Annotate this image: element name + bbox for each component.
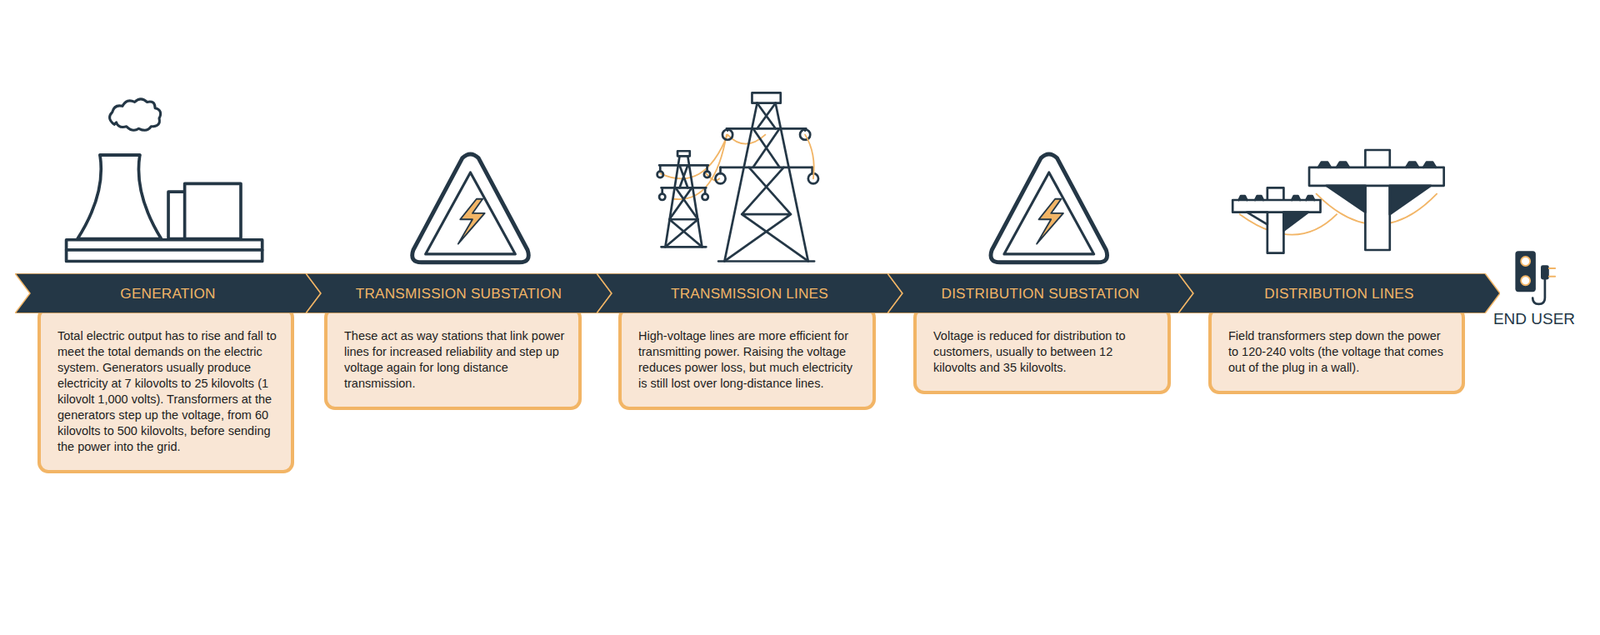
stage-heading: DISTRIBUTION LINES	[1193, 285, 1485, 303]
utility-poles	[1232, 150, 1444, 254]
description-text: Total electric output has to rise and fa…	[57, 328, 278, 455]
stage-chevron: DISTRIBUTION LINES	[1178, 273, 1500, 314]
chevron-outline	[15, 273, 321, 314]
description-text: Voltage is reduced for distribution to c…	[933, 328, 1155, 376]
description-text: High-voltage lines are more efficient fo…	[638, 328, 860, 392]
description-box: High-voltage lines are more efficient fo…	[618, 306, 876, 410]
stage-heading: TRANSMISSION SUBSTATION	[320, 285, 597, 303]
description-text: Field transformers step down the power t…	[1228, 328, 1449, 376]
description-text: These act as way stations that link powe…	[344, 328, 565, 392]
power-plant-icon	[66, 99, 263, 262]
description-box: These act as way stations that link powe…	[324, 306, 582, 410]
chevron-outline	[887, 273, 1194, 314]
description-box: Voltage is reduced for distribution to c…	[913, 306, 1171, 395]
stage-heading: DISTRIBUTION SUBSTATION	[902, 285, 1179, 303]
end-user-label: END USER	[1493, 310, 1575, 329]
description-box: Total electric output has to rise and fa…	[37, 306, 295, 474]
stage-heading: TRANSMISSION LINES	[611, 285, 888, 303]
stage-chevron: DISTRIBUTION SUBSTATION	[887, 273, 1194, 314]
description-box: Field transformers step down the power t…	[1208, 306, 1465, 395]
warning-sign	[990, 154, 1108, 263]
transmission-towers	[657, 92, 819, 261]
plug-icon	[1515, 250, 1555, 305]
chevron-outline	[1178, 273, 1500, 314]
stage-heading: GENERATION	[30, 285, 306, 303]
chevron-outline	[305, 273, 612, 314]
stage-chevron: TRANSMISSION SUBSTATION	[305, 273, 612, 314]
stage-chevron: GENERATION	[15, 273, 321, 314]
stage-chevron: TRANSMISSION LINES	[596, 273, 903, 314]
chevron-outline	[596, 273, 903, 314]
warning-sign	[412, 154, 530, 263]
